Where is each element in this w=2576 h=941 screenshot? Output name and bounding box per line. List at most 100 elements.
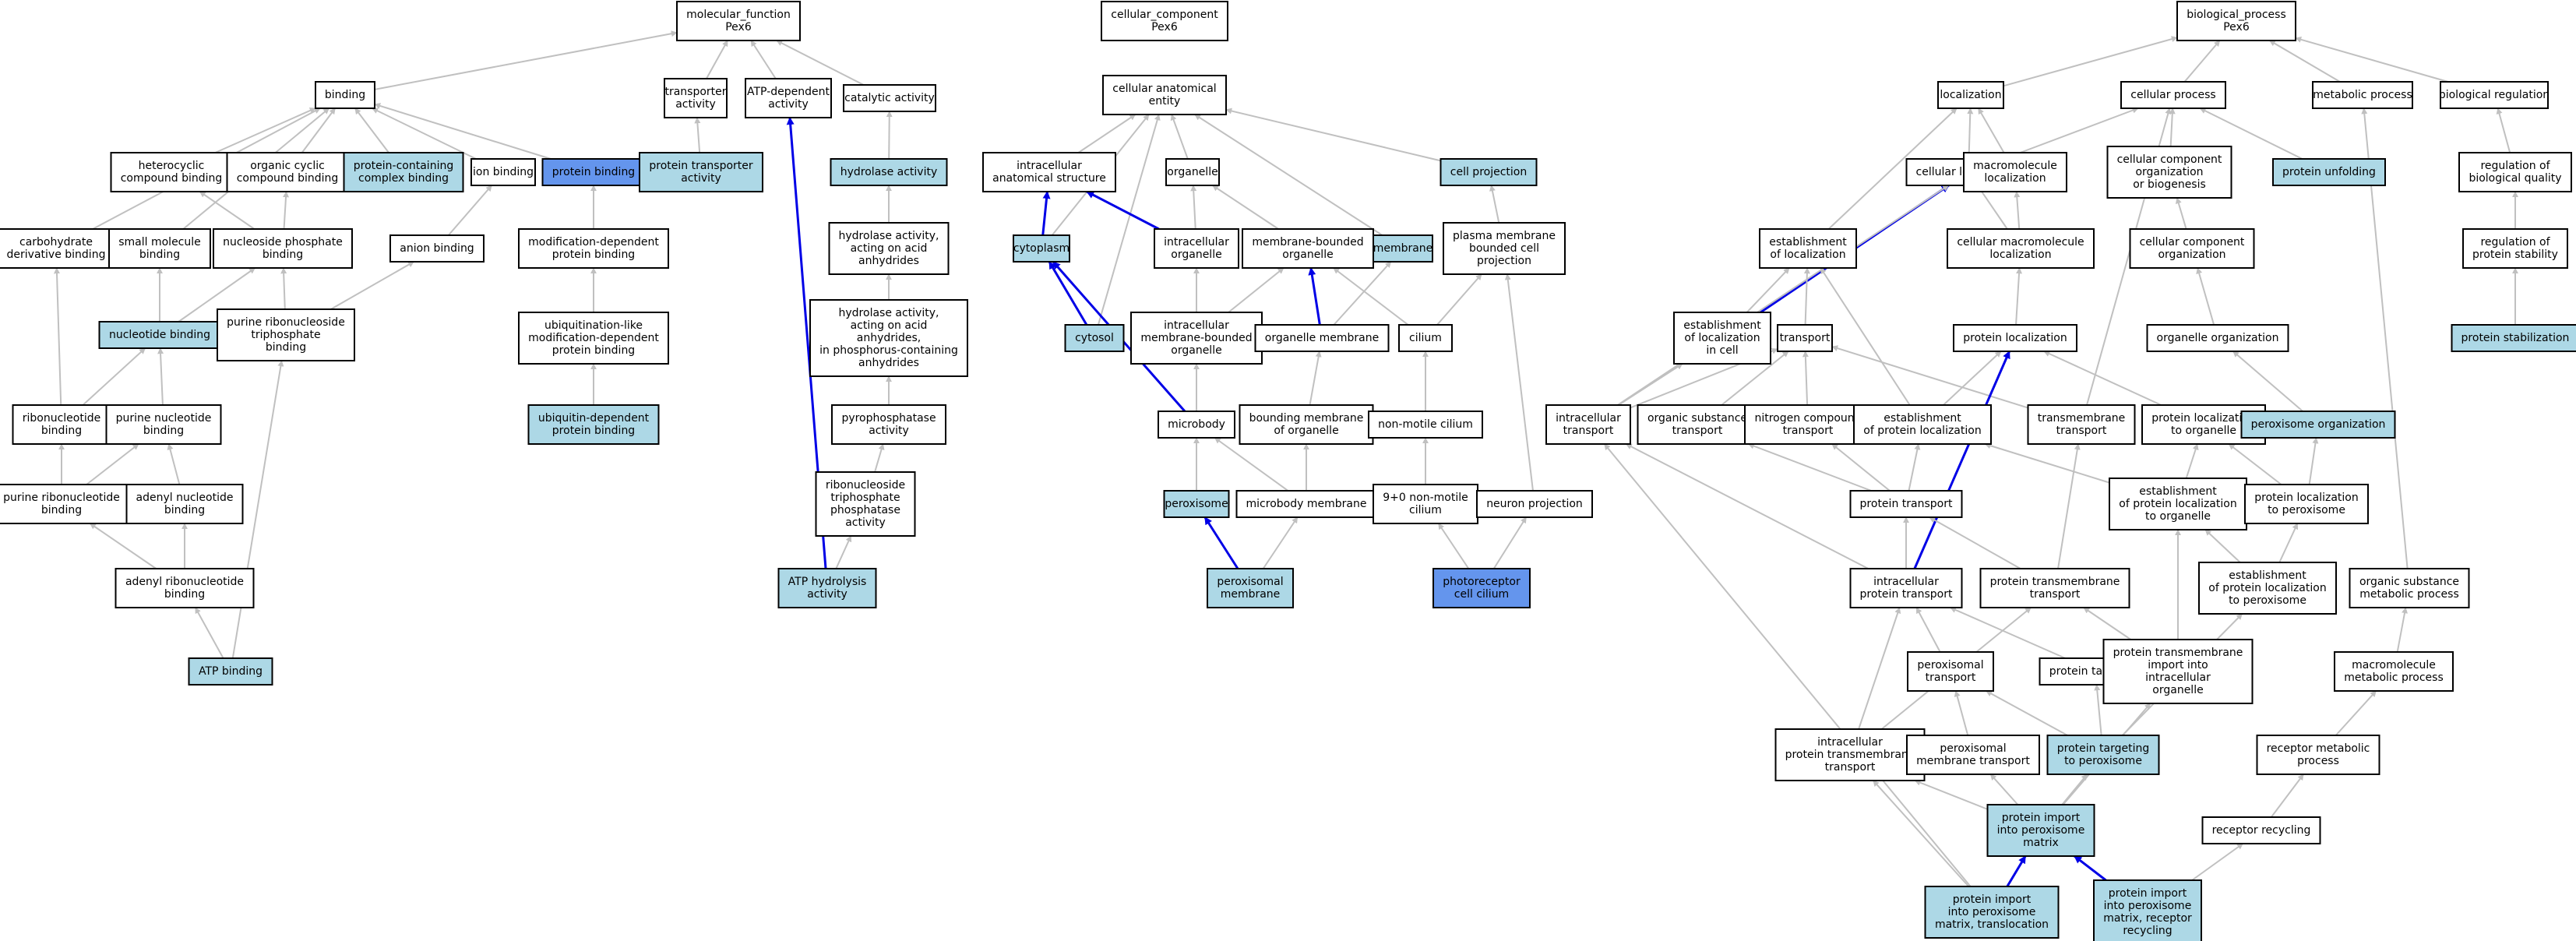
node-label-line: binding <box>325 89 365 101</box>
node-label-line: microbody <box>1168 418 1225 431</box>
edge-protlocperox-to-protlocorg <box>2228 443 2282 485</box>
node-label-line: organic substance <box>1647 412 1747 425</box>
edge-atpbind-to-purribotri <box>231 360 284 659</box>
edge-prottargetperox-to-prottarget <box>2094 684 2102 736</box>
edge-cellmacroloc-to-cellloc <box>1976 185 2008 230</box>
node-label-line: to peroxisome <box>2064 755 2142 767</box>
go-term-node-orgmemb: organelle membrane <box>1254 324 1390 352</box>
node-label-line: receptor recycling <box>2212 824 2311 837</box>
edge-purribo-to-purnuc <box>86 443 139 485</box>
edge-ribonuc-to-nucbind <box>82 347 146 406</box>
node-label-line: protein import <box>2109 887 2187 900</box>
edge-cytosol-to-cae <box>1097 114 1161 326</box>
node-box <box>1673 312 1771 365</box>
edge-prottmimport-to-prottmtrans <box>2083 607 2132 640</box>
node-box <box>1235 490 1377 518</box>
node-label-line: protein localization <box>2254 492 2358 504</box>
go-term-node-cytosol: cytosol <box>1064 324 1125 352</box>
node-box <box>2334 651 2454 692</box>
go-term-node-metab: metabolic process <box>2312 81 2413 109</box>
node-label-line: nucleotide binding <box>109 329 210 341</box>
edge-ccorg2-to-ccorg <box>2175 197 2187 230</box>
edge-intraanat-to-cae <box>1077 114 1136 153</box>
edge-estloccell-to-estloc <box>1746 267 1790 313</box>
edge-macrometab-to-orgsubmetab <box>2396 607 2408 653</box>
edge-estprotloc-to-protloc <box>1943 351 2002 406</box>
node-label-line: binding <box>139 248 180 261</box>
node-label-line: protein transmembrane <box>1990 576 2120 588</box>
node-label-line: bounding membrane <box>1249 412 1364 425</box>
go-term-node-bioreg: biological regulation <box>2439 81 2550 109</box>
node-label-line: pyrophosphatase <box>841 412 936 425</box>
node-label-line: intracellular <box>2145 671 2211 684</box>
node-label-line: non-motile cilium <box>1378 418 1473 431</box>
edge-photocilium-to-ninezero <box>1437 523 1470 569</box>
node-label-line: organelle organization <box>2157 332 2279 344</box>
node-label-line: peroxisomal <box>1940 742 2006 755</box>
node-label-line: protein localization <box>1963 332 2067 344</box>
node-label-line: peroxisomal <box>1917 659 1983 671</box>
edge-nucphos-to-hetcyc <box>199 191 255 230</box>
node-box <box>1154 228 1239 269</box>
edge-prottargetperox-to-peroxtrans <box>1986 690 2068 736</box>
edge-protcomplex-to-binding <box>354 107 389 153</box>
node-label-line: establishment <box>2229 569 2306 582</box>
edge-protunfold-to-cellproc <box>2199 107 2303 160</box>
node-label-line: into peroxisome <box>2104 900 2192 912</box>
node-box <box>2201 816 2321 844</box>
node-box <box>315 81 375 109</box>
node-label-line: ubiquitin-dependent <box>538 412 650 425</box>
node-label-line: transport <box>1825 761 1876 774</box>
node-box <box>1947 228 2095 269</box>
edge-adenylribo-to-purribo <box>89 523 157 569</box>
go-term-node-protstab: protein stabilization <box>2451 324 2576 352</box>
node-box <box>343 152 464 192</box>
edge-protbind-to-binding <box>374 103 551 160</box>
edge-cellproj-to-cae <box>1225 107 1441 162</box>
node-label-line: localization <box>1989 248 2051 261</box>
edge-protimporttrans-to-intratrans <box>1603 443 1972 887</box>
node-label-line: modification-dependent <box>528 236 659 248</box>
edge-prottmtrans-to-transmembtrans <box>2057 443 2081 569</box>
node-box <box>1906 735 2040 775</box>
node-label-line: organelle <box>1282 248 1333 261</box>
edge-anion-to-ionbind <box>447 185 493 236</box>
node-box <box>2198 562 2337 615</box>
node-label-line: protein transmembrane <box>2113 647 2243 659</box>
node-box <box>1853 404 1992 445</box>
edge-intratrans-to-cellloc <box>1617 185 1950 406</box>
node-label-line: activity <box>869 425 909 437</box>
node-label-line: peroxisome <box>1165 498 1228 510</box>
node-label-line: purine ribonucleoside <box>227 316 345 329</box>
node-label-line: bounded cell <box>1469 242 1539 255</box>
node-label-line: 9+0 non-motile <box>1383 492 1468 504</box>
node-label-line: cytoplasm <box>1013 242 1070 255</box>
edge-photocilium-to-neuronproj <box>1492 516 1528 569</box>
node-box <box>2240 411 2396 439</box>
node-label-line: cellular process <box>2130 89 2215 101</box>
edge-orgorg-to-ccorg2 <box>2196 267 2215 326</box>
node-label-line: compound binding <box>237 172 339 185</box>
node-box <box>1937 81 2004 109</box>
node-label-line: binding <box>164 504 205 516</box>
go-term-node-hydphos: hydrolase activity,acting on acidanhydri… <box>809 299 968 377</box>
